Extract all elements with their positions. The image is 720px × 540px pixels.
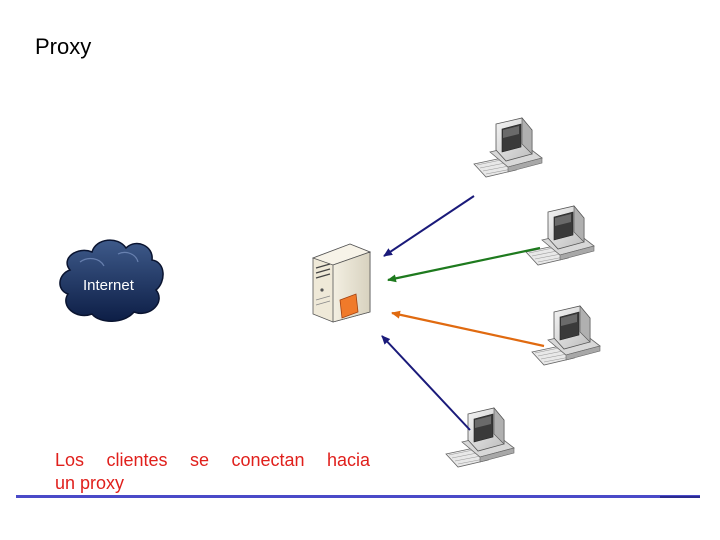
proxy-server-icon bbox=[311, 243, 372, 323]
slide-title: Proxy bbox=[35, 34, 92, 59]
internet-cloud-icon bbox=[59, 239, 164, 322]
client-computer-3-icon bbox=[531, 305, 601, 366]
caption-line-1: Los clientes se conectan hacia bbox=[55, 450, 370, 470]
connection-arrow-client-4 bbox=[381, 335, 471, 431]
connection-arrow-client-3 bbox=[391, 310, 545, 348]
bottom-divider bbox=[16, 495, 700, 498]
connection-arrow-client-1 bbox=[383, 195, 475, 257]
client-computer-2-icon bbox=[525, 205, 595, 266]
bottom-divider-tail bbox=[660, 496, 700, 498]
client-computer-4-icon bbox=[445, 407, 515, 468]
client-computer-1-icon bbox=[473, 117, 543, 178]
slide-caption: Los clientes se conectan hacia un proxy bbox=[55, 449, 370, 495]
caption-line-2: un proxy bbox=[55, 473, 125, 493]
internet-label: Internet bbox=[83, 277, 135, 294]
connection-arrow-client-2 bbox=[387, 246, 541, 283]
